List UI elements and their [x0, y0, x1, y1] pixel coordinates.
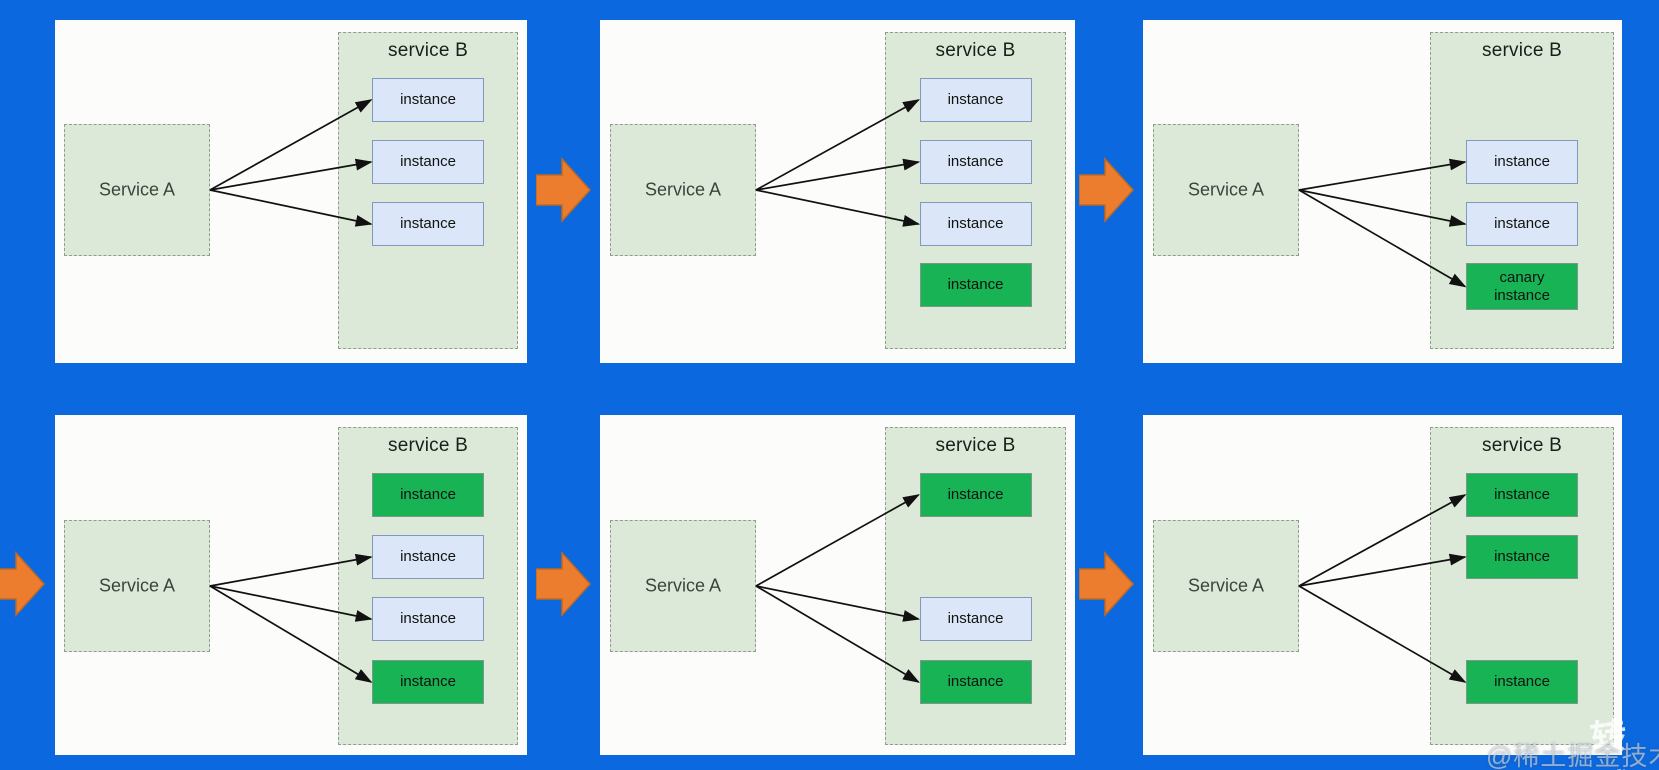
flow-arrow-shape — [535, 157, 592, 223]
instance-box: instance — [372, 202, 484, 246]
flow-arrow-shape — [1078, 157, 1135, 223]
service-a-box: Service A — [1153, 520, 1299, 652]
service-b-title: service B — [1482, 40, 1562, 61]
service-a-box: Service A — [1153, 124, 1299, 256]
service-a-box: Service A — [64, 124, 210, 256]
service-a-label: Service A — [1187, 575, 1265, 596]
instance-box: instance — [1466, 140, 1578, 184]
service-a-label: Service A — [644, 575, 722, 596]
service-b-title: service B — [388, 435, 468, 456]
instance-box: instance — [919, 660, 1032, 704]
instance-box: instance — [919, 78, 1032, 122]
instance-box: instance — [919, 263, 1032, 307]
service-a-box: Service A — [610, 124, 756, 256]
flow-arrow — [1078, 551, 1135, 617]
service-b-title: service B — [935, 40, 1016, 61]
flow-arrow — [535, 551, 592, 617]
instance-box: instance — [1466, 535, 1578, 579]
service-a-label: Service A — [644, 179, 722, 200]
service-a-box: Service A — [610, 520, 756, 652]
service-a-box: Service A — [64, 520, 210, 652]
service-b-title: service B — [388, 40, 468, 61]
instance-box: instance — [1466, 202, 1578, 246]
instance-box: instance — [919, 140, 1032, 184]
flow-arrow — [0, 551, 46, 617]
instance-box: instance — [372, 473, 484, 517]
instance-box: instance — [1466, 473, 1578, 517]
service-a-label: Service A — [1187, 179, 1265, 200]
instance-box: instance — [1466, 660, 1578, 704]
flow-arrow-shape — [535, 551, 592, 617]
instance-box: instance — [919, 597, 1032, 641]
service-a-label: Service A — [98, 575, 176, 596]
instance-box: instance — [372, 660, 484, 704]
service-b-title: service B — [1482, 435, 1562, 456]
flow-arrow-shape — [1078, 551, 1135, 617]
instance-box: instance — [372, 78, 484, 122]
instance-box: instance — [919, 202, 1032, 246]
instance-box: instance — [919, 473, 1032, 517]
flow-arrow-shape — [0, 551, 46, 617]
flow-arrow — [1078, 157, 1135, 223]
instance-box: instance — [372, 597, 484, 641]
instance-box: instance — [372, 140, 484, 184]
canary-instance-box: canary instance — [1466, 263, 1578, 310]
service-b-title: service B — [935, 435, 1016, 456]
service-a-label: Service A — [98, 179, 176, 200]
flow-arrow — [535, 157, 592, 223]
instance-box: instance — [372, 535, 484, 579]
